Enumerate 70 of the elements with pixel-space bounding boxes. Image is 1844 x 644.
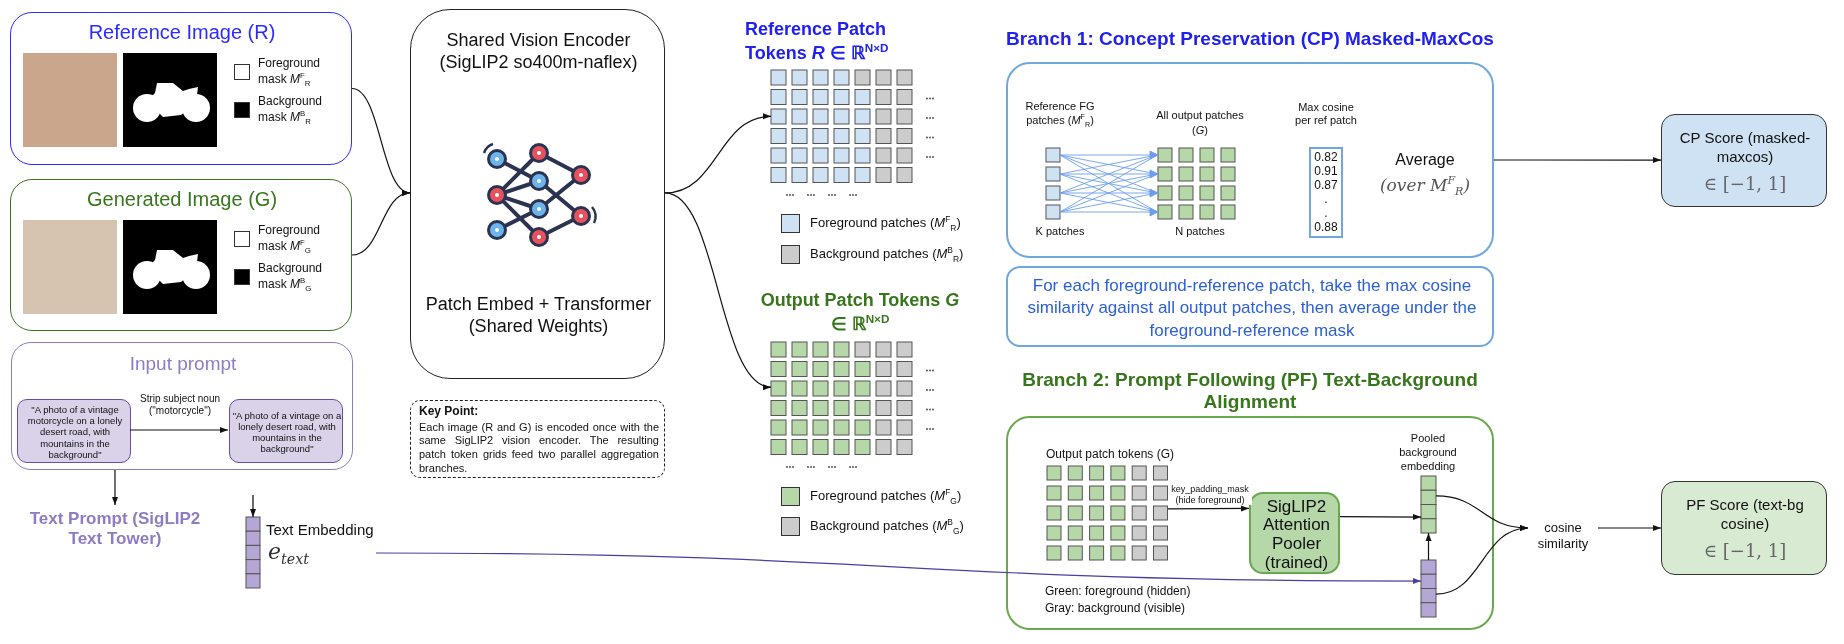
- arrow: [351, 191, 411, 256]
- legend-text: Background patches (M$^{B}$$_{R}$): [810, 245, 964, 264]
- caption-text: All output patches (G): [1155, 107, 1245, 138]
- caption-text: Average: [1395, 151, 1455, 169]
- math-label: e$_{text}$: [268, 538, 310, 568]
- arrow: [1167, 505, 1250, 512]
- section-heading: Branch 2: Prompt Following (PF) Text-Background Alignment: [1021, 369, 1479, 413]
- caption-text: cosine similarity: [1536, 519, 1590, 553]
- value-text: .: [1324, 206, 1328, 220]
- prompt-text: "A photo of a vintage on a lonely desert road, with mountains in the background": [232, 409, 342, 455]
- section-heading: Branch 1: Concept Preservation (CP) Masked-MaxCos: [1006, 28, 1494, 50]
- prompt-box: [17, 399, 131, 463]
- value-text: .: [1324, 192, 1328, 206]
- node-text: CP Score (masked-maxcos): [1678, 127, 1812, 167]
- note-text: Each image (R and G) is encoded once with the same SigLIP2 vision encoder. The resulting patch token grids feed two parallel aggregation branches.: [419, 420, 659, 476]
- pooler-box: [1249, 492, 1340, 574]
- node-text: PF Score (text-bg cosine): [1685, 494, 1805, 534]
- node-text: Patch Embed + Transformer (Shared Weights): [424, 292, 653, 338]
- legend-text: Foreground patches (M$^{F}$$_{G}$): [810, 487, 962, 506]
- section-heading: Reference Patch Tokens R ∈ ℝ$^{N×D}$: [745, 19, 890, 65]
- caption-text: Output patch tokens (G): [1045, 447, 1175, 461]
- panel-title: Input prompt: [129, 353, 237, 375]
- arrow: [1597, 525, 1662, 531]
- section-heading: Output Patch Tokens G ∈ ℝ$^{N×D}$: [760, 290, 960, 336]
- arrow: [1425, 532, 1432, 561]
- math-label: ∈ [−1, 1]: [1703, 539, 1787, 561]
- fan-arrows: [1059, 150, 1159, 217]
- note-text: Green: foreground (hidden): [1045, 583, 1191, 598]
- arrow: [129, 427, 229, 433]
- encoder-box: [410, 9, 665, 379]
- value-text: 0.87: [1314, 178, 1338, 192]
- caption-text: K patches: [1035, 225, 1085, 237]
- value-text: 0.82: [1314, 150, 1338, 164]
- arrow: [250, 494, 256, 518]
- value-text: 0.88: [1314, 220, 1338, 234]
- arrow: [1435, 526, 1529, 595]
- math-label: ∈ [−1, 1]: [1703, 172, 1787, 194]
- heading-text: Text Prompt (SigLIP2 Text Tower): [28, 508, 202, 550]
- note-heading: Key Point:: [419, 404, 479, 418]
- legend-text: Foreground patches (M$^{F}$$_{R}$): [810, 214, 961, 233]
- arrow: [1339, 514, 1422, 520]
- caption-text: Reference FG patches (M$^{F}$$_{R}$): [1024, 100, 1096, 130]
- arrow: [664, 192, 772, 388]
- arrow: [375, 552, 1422, 585]
- prompt-text: "A photo of a vintage motorcycle on a lonely desert road, with mountains in the background": [26, 404, 124, 460]
- node-text: Shared Vision Encoder (SigLIP2 so400m-naflex): [438, 28, 639, 74]
- description-box: [1006, 266, 1494, 347]
- arrow: [112, 469, 118, 506]
- image-panel: [10, 179, 352, 331]
- description-text: For each foreground-reference patch, take the max cosine similarity against all output patches, then average under the foreground-reference mask: [1026, 275, 1478, 342]
- node-text: SigLIP2 Attention Pooler (trained): [1261, 497, 1332, 573]
- caption-text: N patches: [1175, 225, 1225, 237]
- value-text: 0.91: [1314, 164, 1338, 178]
- caption-text: Text Embedding: [266, 520, 374, 538]
- edge-label: key_padding_mask (hide foreground): [1168, 483, 1252, 506]
- prompt-box: [229, 399, 343, 463]
- note-text: Gray: background (visible): [1045, 600, 1186, 615]
- panel-title: Reference Image (R): [88, 20, 276, 44]
- caption-text: Pooled background embedding: [1398, 432, 1458, 474]
- score-box: [1661, 114, 1827, 207]
- legend-text: Background patches (M$^{B}$$_{G}$): [810, 517, 964, 536]
- math-label: (over M$^{F}$$_{R}$): [1379, 173, 1471, 198]
- note-box: [410, 400, 665, 478]
- arrow: [1493, 157, 1662, 164]
- score-box: [1661, 481, 1827, 575]
- prompt-panel: [11, 342, 353, 470]
- panel-title: Generated Image (G): [86, 187, 278, 211]
- image-panel: [10, 12, 352, 165]
- caption-text: Max cosine per ref patch: [1294, 100, 1358, 128]
- arrow: [664, 114, 772, 194]
